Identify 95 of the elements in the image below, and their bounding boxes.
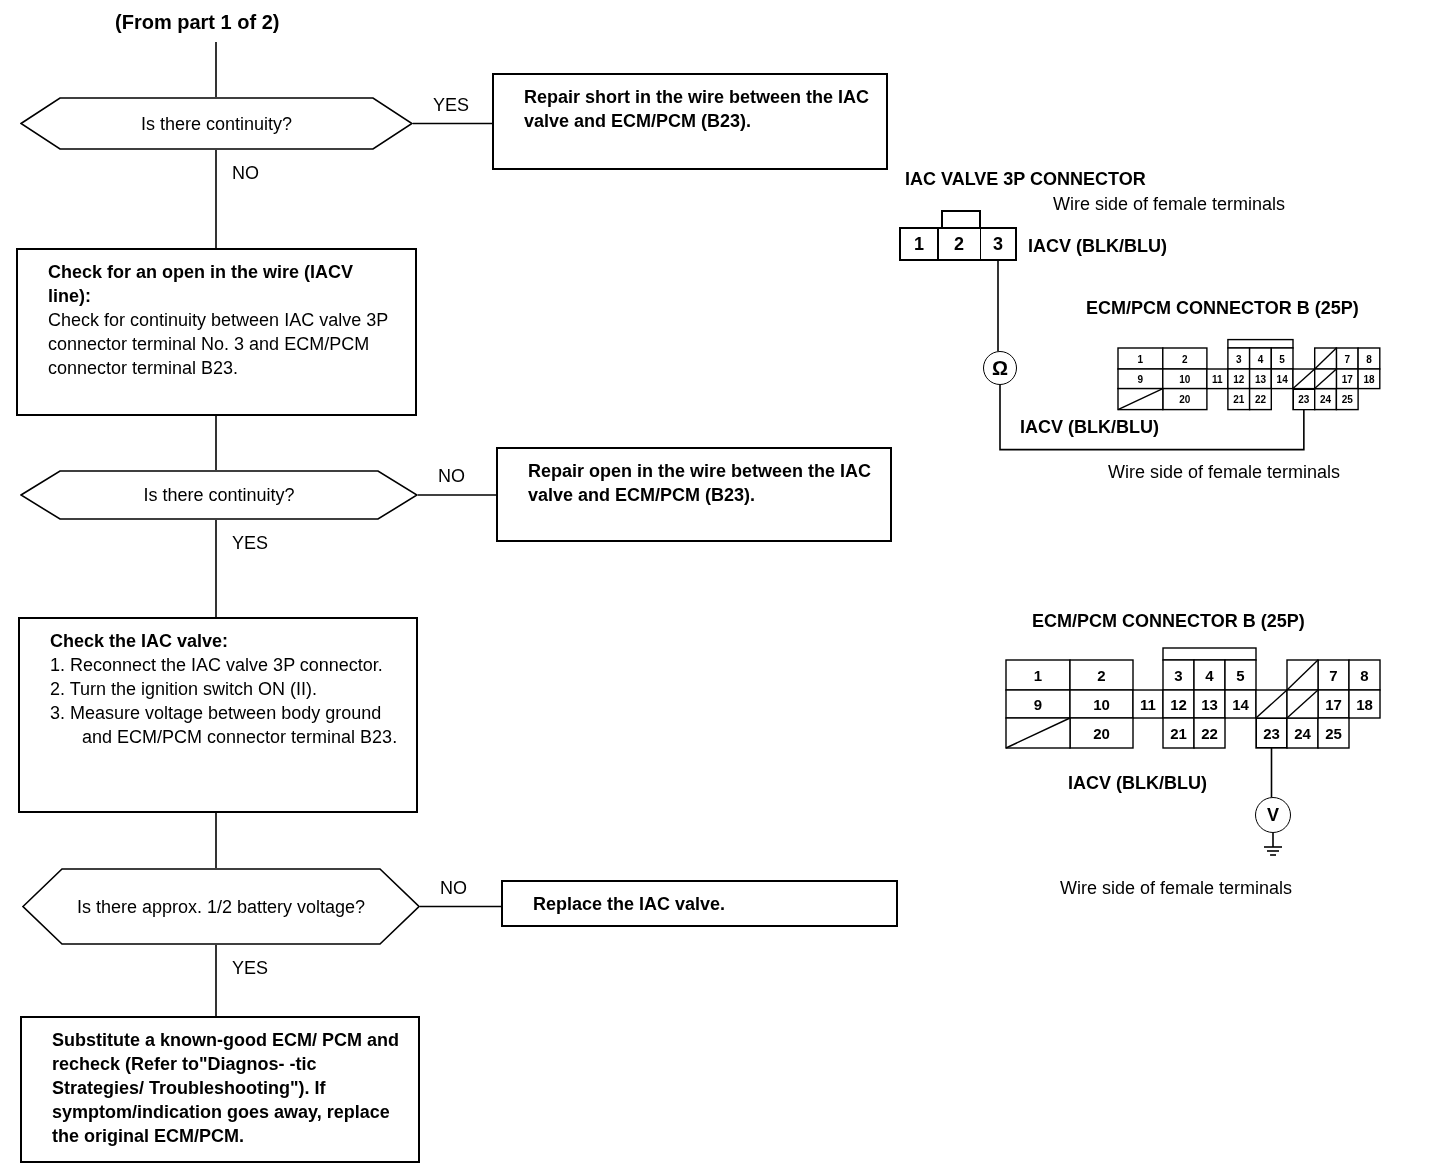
terminal-number: 10 [1179,373,1191,385]
terminal-number: 4 [1257,353,1264,364]
terminal-number: 5 [1279,353,1285,364]
box-text: Check for continuity between IAC valve 3P connector terminal No. 3 and ECM/PCM connector terminal B23. [48,309,389,380]
box-text: 1. Reconnect the IAC valve 3P connector. [50,654,384,677]
box-text: Replace the IAC valve. [533,893,727,916]
terminal-number: 25 [1325,724,1342,742]
box-text: Repair short in the wire between the IAC valve and ECM/PCM (B23). [524,86,870,133]
flow-line [215,149,217,249]
edge-label: NO [438,465,465,487]
wire [997,259,999,352]
decision-hexagon [22,868,420,945]
edge-label: NO [232,162,259,184]
wire [999,384,1305,451]
process-box [18,617,418,813]
connector-title: IAC VALVE 3P CONNECTOR [905,168,1146,190]
view-note: Wire side of female terminals [1108,461,1341,483]
terminal-number: 2 [1097,666,1106,684]
terminal-number: 14 [1232,695,1249,713]
process-box [492,73,888,170]
decision-hexagon [20,97,413,150]
terminal-number: 4 [1205,666,1214,684]
terminal-number: 11 [1212,373,1223,385]
connector-title: ECM/PCM CONNECTOR B (25P) [1032,610,1305,632]
wire-label: IACV (BLK/BLU) [1020,416,1159,438]
terminal-number: 20 [1179,393,1191,405]
terminal-number: 25 [1341,393,1353,405]
process-box [496,447,892,542]
terminal-number: 12 [1170,695,1187,713]
terminal-number: 17 [1341,373,1353,385]
wire-label: IACV (BLK/BLU) [1028,235,1167,257]
terminal-number: 22 [1201,724,1218,742]
edge-label: NO [440,876,467,899]
terminal-number: 5 [1236,666,1245,684]
terminal-number: 21 [1170,724,1187,742]
flow-line [412,122,493,125]
question-text: Is there approx. 1/2 battery voltage? [76,895,366,919]
terminal-number: 10 [1093,695,1110,713]
box-text: 3. Measure voltage between body ground and ECM/PCM connector terminal B23. [50,702,399,749]
wire-label: IACV (BLK/BLU) [1068,772,1207,794]
terminal-number: 7 [1329,666,1338,684]
terminal-number: 21 [1233,393,1245,405]
terminal-number: 8 [1366,353,1372,364]
flow-line [417,494,497,496]
terminal-number: 2 [1182,353,1188,364]
terminal-number: 7 [1344,353,1351,364]
terminal-number: 1 [1033,666,1043,684]
flow-line [215,812,217,869]
terminal-number: 22 [1254,393,1266,405]
box-text: Substitute a known-good ECM/ PCM and recheck (Refer to"Diagnos- -tic Strategies/ Troubleshooting"). If symptom/indication goes away, replace the original ECM/PCM. [52,1029,400,1148]
edge-label: YES [433,93,470,116]
box-text: Repair open in the wire between the IAC valve and ECM/PCM (B23). [528,460,873,507]
decision-hexagon [20,470,418,520]
wire [1270,747,1273,798]
view-note: Wire side of female terminals [1060,877,1293,899]
connector-terminal: 23 [1256,718,1287,748]
connector-title: ECM/PCM CONNECTOR B (25P) [1086,297,1359,319]
flow-line [419,905,502,908]
terminal-number: 1 [1137,353,1144,364]
terminal-number: 18 [1356,695,1373,713]
terminal-number: 17 [1325,695,1342,713]
connector-terminal: 23 [1293,388,1315,410]
terminal-number: 18 [1363,373,1375,385]
edge-label: YES [232,532,269,554]
edge-label: YES [232,957,269,979]
question-text: Is there continuity? [140,112,293,136]
terminal-number: 9 [1033,695,1043,713]
flow-line [215,519,217,618]
meter-symbol: Ω [983,351,1017,385]
terminal-number: 11 [1140,695,1156,713]
meter-symbol: V [1255,797,1291,833]
terminal-number: 13 [1254,373,1266,385]
flow-line [215,41,217,98]
terminal-number: 20 [1093,724,1110,742]
terminal-number: 8 [1360,666,1369,684]
view-note: Wire side of female terminals [1053,193,1286,215]
continuation-note: (From part 1 of 2) [115,10,315,42]
terminal-number: 1 [914,233,924,255]
terminal-number: 24 [1294,724,1311,742]
terminal-number: 9 [1137,373,1144,385]
terminal-number: 12 [1233,373,1245,385]
box-heading: Check the IAC valve: [50,630,230,653]
terminal-number: 3 [1235,353,1242,364]
box-text: 2. Turn the ignition switch ON (II). [50,678,319,701]
terminal-number: 2 [954,233,964,255]
terminal-number: 3 [1174,666,1183,684]
process-box [501,880,898,927]
question-text: Is there continuity? [143,484,295,507]
process-box [20,1016,420,1163]
process-box [16,248,417,416]
terminal-number: 14 [1276,373,1288,385]
terminal-number: 13 [1201,695,1218,713]
box-heading: Check for an open in the wire (IACV line): [48,261,355,308]
flow-line [215,944,217,1017]
flow-line [215,415,217,471]
